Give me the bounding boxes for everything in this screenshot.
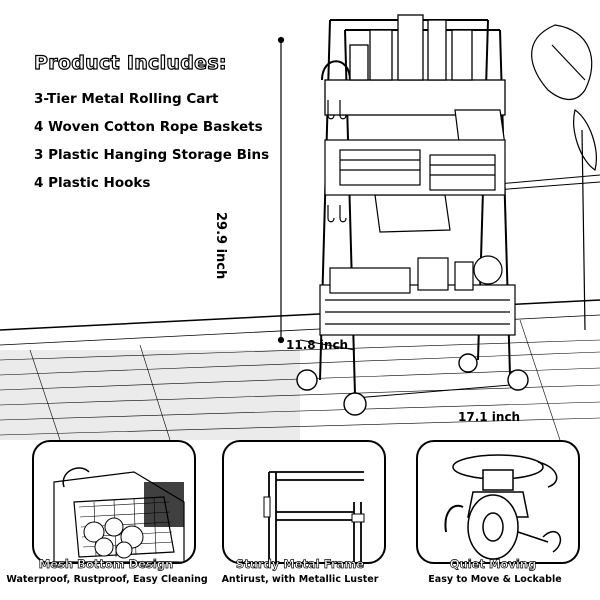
metal-frame-subtitle: Antirust, with Metallic Luster <box>221 574 379 585</box>
mesh-basket-image <box>53 467 185 562</box>
metal-frame-panel <box>222 440 386 564</box>
feature-item-baskets: 4 Woven Cotton Rope Baskets <box>34 119 263 135</box>
quiet-moving-panel <box>416 440 580 564</box>
caster-wheel-image <box>444 454 562 560</box>
width-dimension-label: 17.1 inch <box>458 410 521 424</box>
mesh-bottom-title: Mesh Bottom Design <box>38 557 174 572</box>
height-dimension-label: 29.9 inch <box>213 212 228 280</box>
depth-dimension-label: 11.8 inch <box>286 338 349 352</box>
quiet-moving-subtitle: Easy to Move & Lockable <box>428 574 562 585</box>
feature-item-cart: 3-Tier Metal Rolling Cart <box>34 91 219 107</box>
product-scene <box>0 14 600 440</box>
metal-frame-title: Sturdy Metal Frame <box>235 557 365 572</box>
quiet-moving-title: Quiet Moving <box>449 557 537 572</box>
feature-item-hooks: 4 Plastic Hooks <box>34 175 151 191</box>
metal-frame-image <box>263 471 365 562</box>
rolling-cart-image <box>0 14 600 440</box>
mesh-bottom-panel <box>32 440 196 564</box>
product-includes-title: Product Includes: <box>33 51 227 74</box>
mesh-bottom-subtitle: Waterproof, Rustproof, Easy Cleaning <box>6 574 208 585</box>
feature-item-bins: 3 Plastic Hanging Storage Bins <box>34 147 270 163</box>
